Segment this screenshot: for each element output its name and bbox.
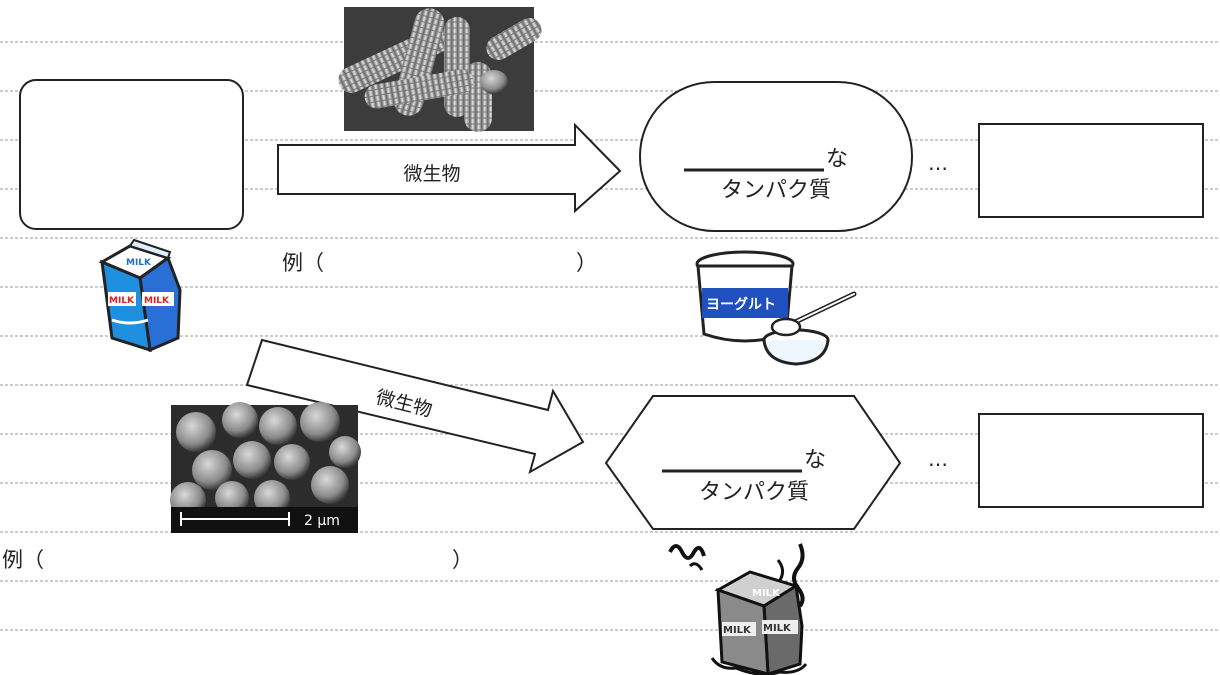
hexagon-line2: タンパク質 (699, 480, 809, 505)
arrow-top-label: 微生物 (403, 163, 460, 185)
milk-top-text: MILK (126, 258, 152, 268)
ruled-lines (0, 41, 1220, 631)
example-bottom-prefix: 例（ (2, 548, 44, 572)
hexagon-shape (604, 395, 902, 530)
spoiled-milk-right-text: MILK (763, 623, 792, 634)
arrow-bottom (245, 338, 585, 475)
milk-right-text: MILK (144, 296, 170, 306)
cocci-micrograph: 2 μm (170, 402, 361, 533)
input-box-top[interactable] (19, 79, 244, 230)
example-top-prefix: 例（ (282, 251, 324, 275)
stadium-suffix: な (826, 147, 848, 172)
yogurt-icon: ヨーグルト (695, 250, 857, 366)
result-box-top[interactable] (978, 123, 1204, 218)
scale-bar-label: 2 μm (304, 513, 340, 529)
ellipsis-top: … (928, 151, 948, 175)
rod-bacteria-micrograph (338, 7, 542, 132)
example-bottom-suffix: ） (452, 548, 473, 572)
stadium-line2: タンパク質 (721, 178, 831, 203)
stadium-shape (639, 81, 913, 232)
example-top-suffix: ） (576, 251, 597, 275)
spoiled-milk-top-text: MILK (752, 588, 781, 599)
milk-left-text: MILK (109, 296, 135, 306)
arrow-top (277, 122, 622, 214)
yogurt-label-text: ヨーグルト (706, 296, 776, 313)
spoiled-milk-left-text: MILK (723, 625, 752, 636)
milk-carton-icon: MILK MILK MILK (98, 238, 182, 353)
hexagon-suffix: な (804, 448, 826, 473)
spoiled-milk-icon: MILK MILK MILK (668, 543, 808, 675)
ellipsis-bottom: … (928, 447, 948, 471)
result-box-bottom[interactable] (978, 413, 1204, 508)
